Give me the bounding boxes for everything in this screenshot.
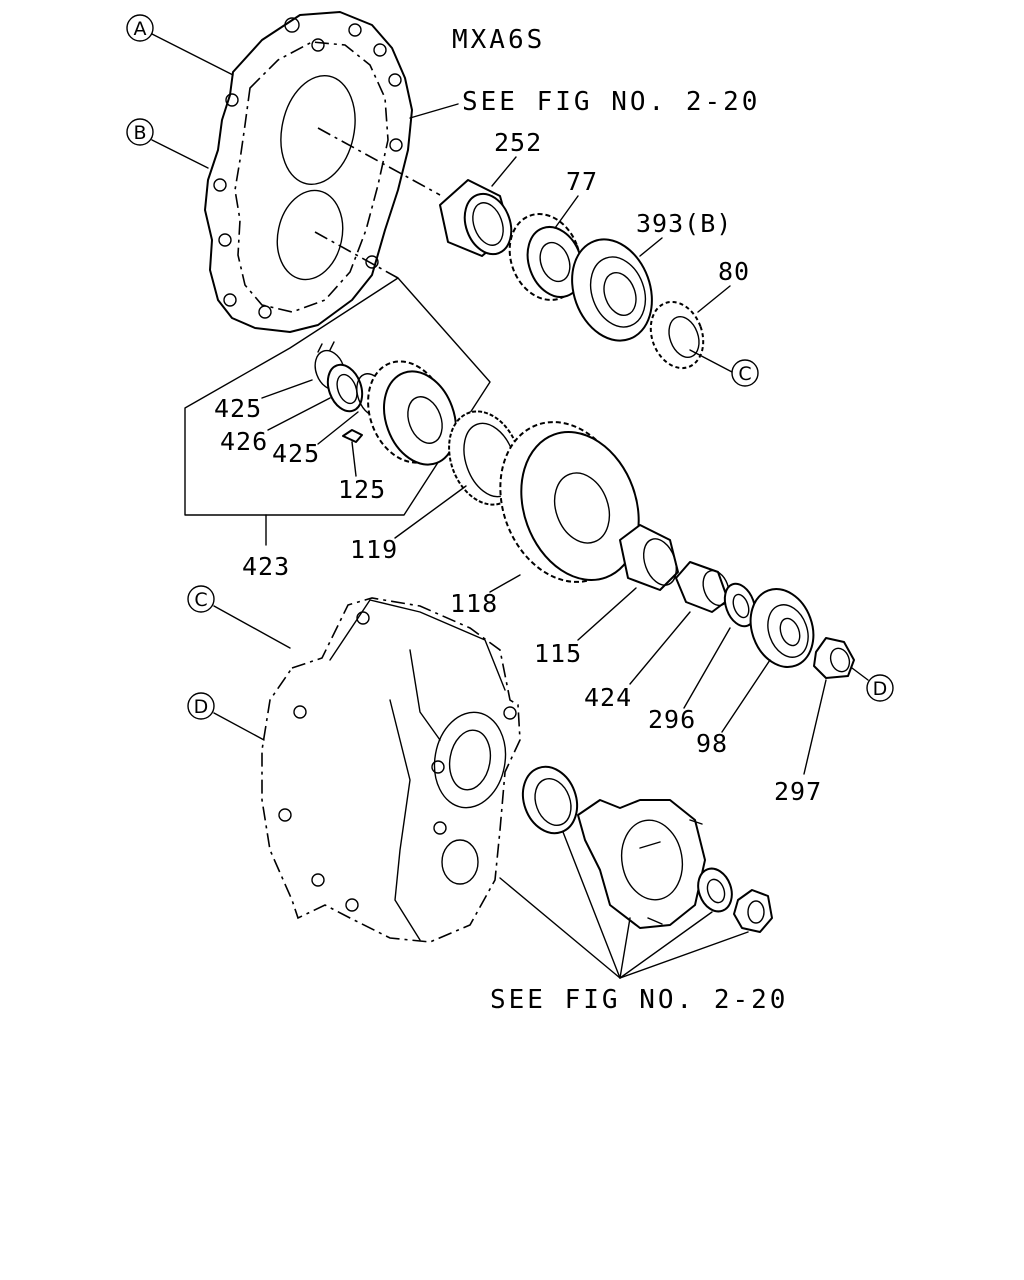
lock-nut-297 <box>813 637 855 679</box>
see-fig-bottom-label: SEE FIG NO. 2-20 <box>490 985 788 1015</box>
flange-washer <box>697 867 733 913</box>
reference-circle-d-right: D <box>851 667 894 702</box>
part-label-80: 80 <box>718 257 750 286</box>
oil-seal <box>521 765 579 835</box>
part-label-425-lower: 425 <box>272 439 320 468</box>
svg-text:D: D <box>194 696 209 718</box>
part-label-423: 423 <box>242 552 290 581</box>
synchronizer-assembly-box-423 <box>184 277 491 546</box>
front-cover-housing <box>204 11 413 333</box>
part-label-125: 125 <box>338 475 386 504</box>
ball-bearing-393b <box>571 238 653 342</box>
part-label-115: 115 <box>534 639 582 668</box>
case-bolt-holes <box>278 611 517 912</box>
see-fig-top-leader <box>409 103 459 119</box>
diagram-title: MXA6S <box>452 25 545 55</box>
svg-text:C: C <box>738 363 751 385</box>
reference-circle-a: A <box>126 14 234 76</box>
gear-80 <box>649 300 705 370</box>
thrust-washer-426 <box>326 363 364 413</box>
flange-nut <box>733 889 773 933</box>
part-label-77: 77 <box>566 167 598 196</box>
svg-text:B: B <box>133 122 146 144</box>
shaft-axis-lower <box>314 231 399 279</box>
reference-circle-c-right: C <box>689 349 759 387</box>
svg-text:C: C <box>194 589 207 611</box>
key-125 <box>342 429 363 443</box>
needle-bearing-252 <box>439 179 513 257</box>
see-fig-top-label: SEE FIG NO. 2-20 <box>462 87 760 117</box>
reference-circle-d-left: D <box>187 692 265 741</box>
part-label-393b: 393(B) <box>636 209 732 238</box>
needle-bearing-115 <box>619 524 679 591</box>
svg-text:A: A <box>134 18 147 40</box>
synchronizer-hub <box>367 360 457 466</box>
companion-flange <box>577 799 706 929</box>
washer-296 <box>723 582 757 628</box>
gear-118 <box>499 421 640 583</box>
part-label-297: 297 <box>774 777 822 806</box>
part-label-252: 252 <box>494 128 542 157</box>
part-label-425-upper: 425 <box>214 394 262 423</box>
rear-case-housing <box>261 597 521 943</box>
part-label-98: 98 <box>696 729 728 758</box>
part-label-426: 426 <box>220 427 268 456</box>
part-label-424: 424 <box>584 683 632 712</box>
gear-77 <box>508 213 584 301</box>
reference-circle-c-left: C <box>187 585 291 649</box>
ball-bearing-98 <box>749 588 815 668</box>
part-label-118: 118 <box>450 589 498 618</box>
part-label-296: 296 <box>648 705 696 734</box>
cover-bolt-holes <box>213 17 403 319</box>
svg-text:D: D <box>873 678 888 700</box>
reference-circle-b: B <box>126 118 209 169</box>
part-label-119: 119 <box>350 535 398 564</box>
shaft-axis-upper <box>317 127 441 196</box>
see-fig-bottom-leaders <box>499 831 749 979</box>
